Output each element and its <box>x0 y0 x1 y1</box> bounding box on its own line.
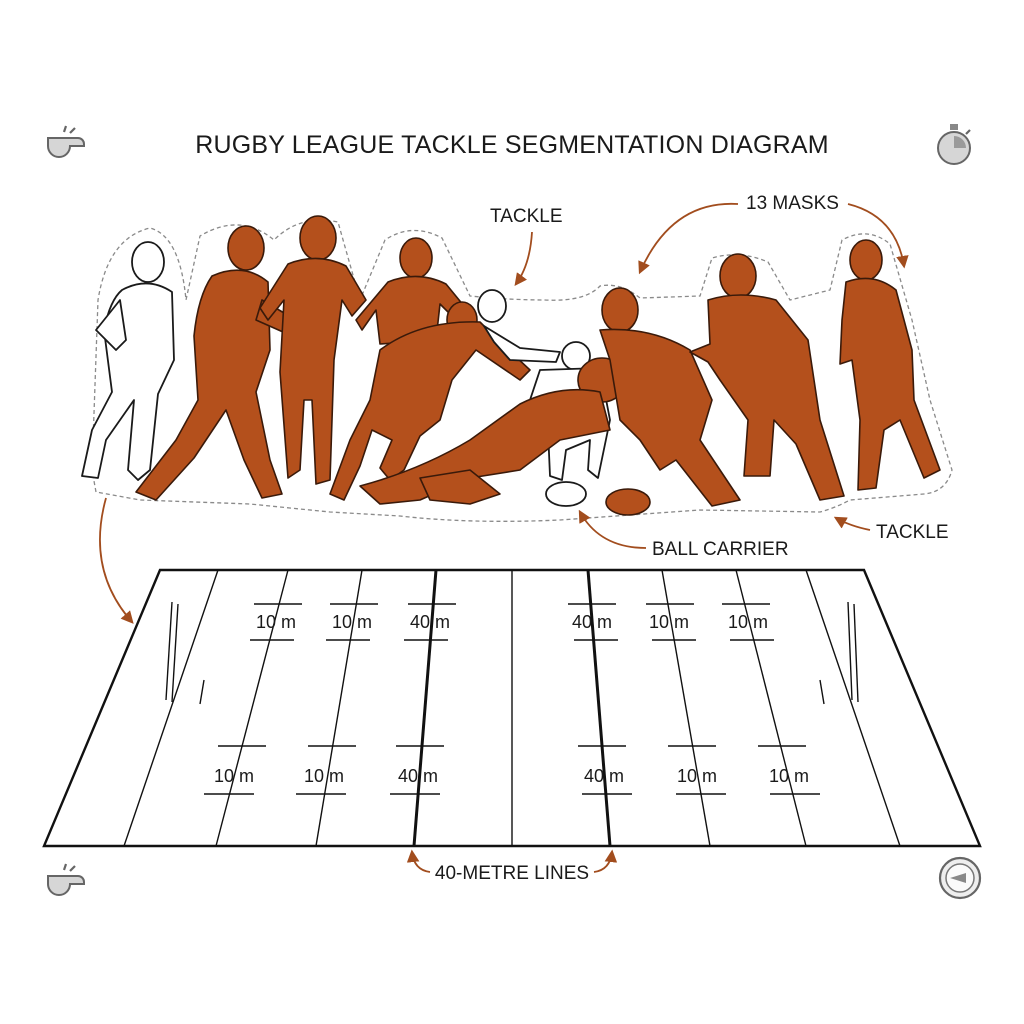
field-label-upper: 10 m <box>649 612 689 632</box>
callout-ball-carrier: BALL CARRIER <box>652 539 789 560</box>
field-label-lower: 10 m <box>769 766 809 786</box>
player-mask <box>329 301 531 501</box>
arrow-forty-right <box>593 849 618 873</box>
player-unmasked <box>477 289 561 363</box>
player-mask <box>599 287 741 507</box>
arrow-tackle-top <box>514 231 533 287</box>
field-label-lower: 10 m <box>677 766 717 786</box>
field-ticks-lower <box>204 745 820 795</box>
arrow-tackle-right <box>833 516 871 531</box>
line-10m-right-2 <box>735 569 807 847</box>
callout-masks: 13 MASKS <box>746 193 839 214</box>
ball-mask <box>605 488 651 516</box>
player-unmasked <box>81 241 175 481</box>
arrow-ball-carrier <box>578 509 647 549</box>
arrow-masks-right <box>847 203 909 269</box>
goal-posts-left <box>165 601 205 705</box>
rugby-field: 10 m 10 m 40 m 40 m 10 m 10 m 10 m 10 m … <box>42 568 982 848</box>
compass-icon <box>938 856 982 900</box>
player-mask <box>689 253 845 501</box>
arrow-masks-left <box>638 202 739 275</box>
goal-posts-right <box>819 601 859 705</box>
ball-carrier-mask <box>359 357 627 505</box>
field-label-upper: 10 m <box>728 612 768 632</box>
arrow-forty-left <box>406 849 431 873</box>
field-label-upper: 10 m <box>332 612 372 632</box>
diagram-title: RUGBY LEAGUE TACKLE SEGMENTATION DIAGRAM <box>195 131 829 159</box>
line-40m-left <box>412 569 438 847</box>
player-mask <box>839 239 941 491</box>
field-ticks-upper <box>250 603 774 641</box>
callout-forty-metre-lines: 40-METRE LINES <box>435 863 589 884</box>
in-goal-line-left <box>123 569 219 847</box>
field-label-upper: 10 m <box>256 612 296 632</box>
ball-unmasked <box>545 481 587 507</box>
field-label-lower: 10 m <box>214 766 254 786</box>
stopwatch-icon <box>937 124 971 165</box>
in-goal-line-right <box>805 569 901 847</box>
field-label-lower: 10 m <box>304 766 344 786</box>
line-10m-right-1 <box>661 569 711 847</box>
whistle-icon <box>47 125 85 158</box>
field-label-upper: 40 m <box>410 612 450 632</box>
callout-tackle-top: TACKLE <box>490 206 563 227</box>
callout-tackle-right: TACKLE <box>876 522 949 543</box>
field-label-lower: 40 m <box>584 766 624 786</box>
segmentation-outline <box>91 219 953 522</box>
line-40m-right <box>586 569 612 847</box>
field-boundary <box>42 568 982 848</box>
field-label-lower: 40 m <box>398 766 438 786</box>
player-mask <box>259 215 367 485</box>
whistle-icon <box>47 863 85 896</box>
arrow-outline-to-field <box>99 497 134 624</box>
line-10m-left-1 <box>215 569 289 847</box>
field-label-upper: 40 m <box>572 612 612 632</box>
line-10m-left-2 <box>315 569 363 847</box>
